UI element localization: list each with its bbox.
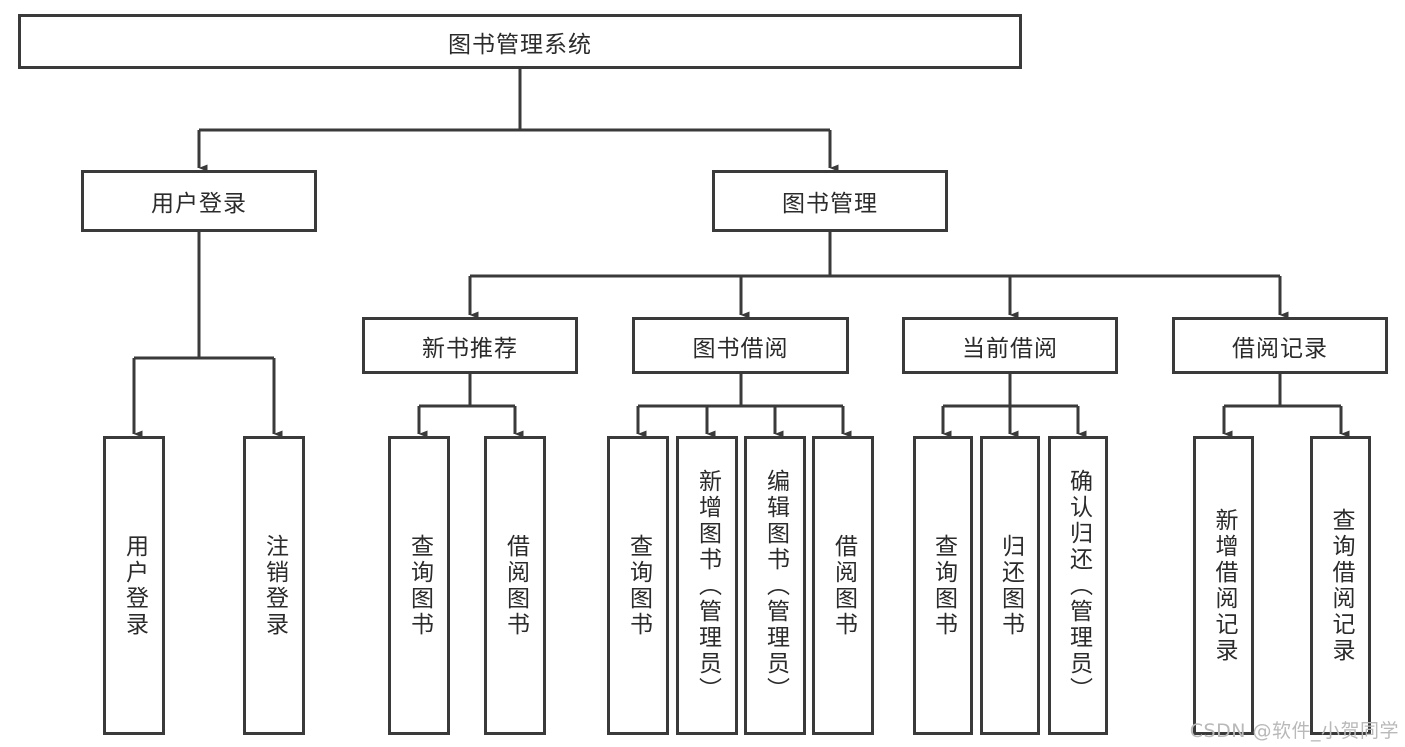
node-leaf-edit-book-admin-label: 编辑图书（管理员）	[762, 468, 789, 703]
node-leaf-edit-book-admin[interactable]: 编辑图书（管理员）	[744, 436, 806, 735]
node-leaf-query-book-3[interactable]: 查询图书	[913, 436, 973, 735]
node-leaf-borrow-book-2[interactable]: 借阅图书	[812, 436, 874, 735]
node-leaf-confirm-return-admin[interactable]: 确认归还（管理员）	[1048, 436, 1108, 735]
node-leaf-confirm-return-admin-label: 确认归还（管理员）	[1065, 468, 1092, 703]
node-borrow-record[interactable]: 借阅记录	[1172, 317, 1388, 374]
node-leaf-user-login-label: 用户登录	[121, 533, 148, 638]
node-leaf-borrow-book-1[interactable]: 借阅图书	[484, 436, 546, 735]
node-leaf-query-book-1[interactable]: 查询图书	[388, 436, 450, 735]
node-user-login[interactable]: 用户登录	[81, 170, 317, 232]
node-leaf-query-borrow-record[interactable]: 查询借阅记录	[1310, 436, 1371, 735]
node-root[interactable]: 图书管理系统	[18, 14, 1022, 69]
node-leaf-add-book-admin[interactable]: 新增图书（管理员）	[676, 436, 738, 735]
node-book-borrow-label: 图书借阅	[692, 335, 789, 362]
node-current-borrow-label: 当前借阅	[962, 335, 1058, 362]
node-leaf-user-logout[interactable]: 注销登录	[243, 436, 305, 735]
node-leaf-query-book-1-label: 查询图书	[406, 533, 433, 638]
node-root-label: 图书管理系统	[448, 31, 592, 58]
node-leaf-borrow-book-1-label: 借阅图书	[502, 533, 529, 638]
watermark-text: CSDN @软件_小贺同学	[1189, 720, 1399, 742]
node-leaf-return-book[interactable]: 归还图书	[980, 436, 1040, 735]
node-leaf-borrow-book-2-label: 借阅图书	[830, 533, 857, 638]
node-leaf-user-logout-label: 注销登录	[261, 533, 288, 638]
node-new-book-recommend[interactable]: 新书推荐	[362, 317, 578, 374]
node-current-borrow[interactable]: 当前借阅	[902, 317, 1118, 374]
node-leaf-add-borrow-record[interactable]: 新增借阅记录	[1193, 436, 1254, 735]
node-leaf-return-book-label: 归还图书	[997, 533, 1024, 638]
node-user-login-label: 用户登录	[151, 191, 247, 217]
node-leaf-query-book-2[interactable]: 查询图书	[607, 436, 669, 735]
node-leaf-query-book-3-label: 查询图书	[930, 533, 957, 638]
node-leaf-query-book-2-label: 查询图书	[625, 533, 652, 638]
node-borrow-record-label: 借阅记录	[1232, 335, 1328, 362]
node-leaf-add-book-admin-label: 新增图书（管理员）	[694, 468, 721, 703]
node-leaf-add-borrow-record-label: 新增借阅记录	[1211, 507, 1237, 664]
node-new-book-recommend-label: 新书推荐	[422, 335, 518, 362]
node-book-manage-label: 图书管理	[782, 191, 878, 217]
node-leaf-query-borrow-record-label: 查询借阅记录	[1328, 507, 1354, 664]
node-leaf-user-login[interactable]: 用户登录	[103, 436, 165, 735]
node-book-borrow[interactable]: 图书借阅	[632, 317, 849, 374]
node-book-manage[interactable]: 图书管理	[712, 170, 948, 232]
